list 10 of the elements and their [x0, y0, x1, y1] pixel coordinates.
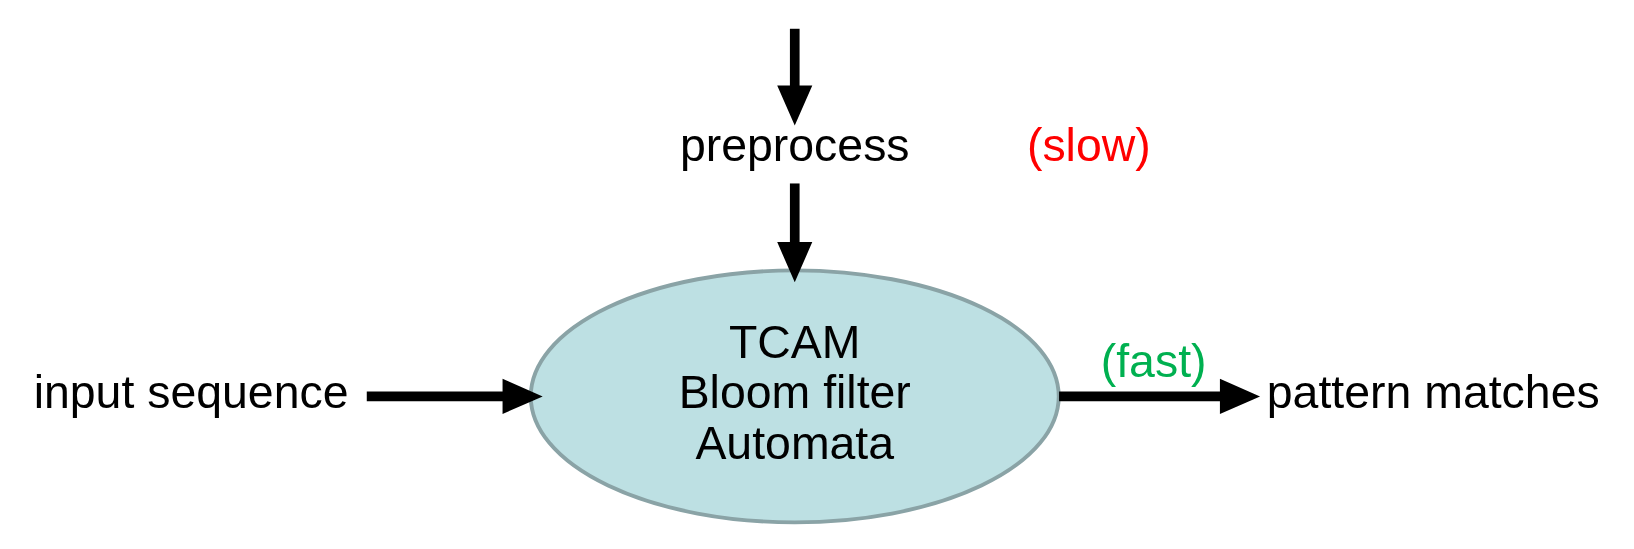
edge-label: (fast): [1100, 335, 1207, 388]
arrow: [777, 183, 813, 283]
arrow: [777, 28, 813, 126]
node-text: pattern matches: [1266, 366, 1600, 419]
node-text: preprocess: [679, 118, 910, 171]
arrow: [366, 378, 543, 414]
arrow: [1059, 378, 1261, 414]
node-ellipse: TCAM Bloom filter Automata: [528, 268, 1061, 525]
node-label: (slow): [1026, 118, 1151, 171]
node-text: input sequence: [33, 366, 349, 419]
